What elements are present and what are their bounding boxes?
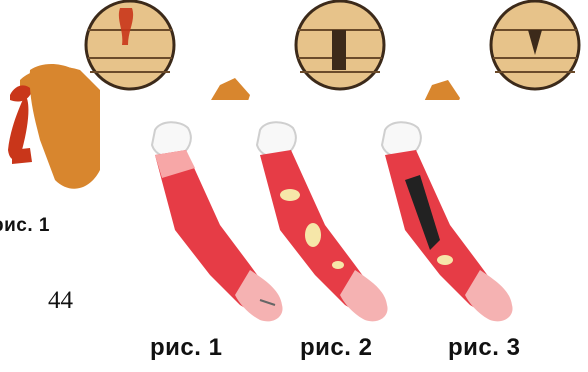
caption-1: рис. 1 [150,334,222,362]
caption-2: рис. 2 [300,334,372,362]
caption-3: рис. 3 [448,334,520,362]
burned-arm-icon [382,122,513,321]
wood-crosssection-icon [296,1,384,89]
page-number: 44 [48,287,73,315]
back-caption: рис. 1 [0,215,50,237]
burned-arms-figure [100,100,588,367]
burned-arm-icon [257,122,388,321]
wood-crosssection-icon [491,1,579,89]
front-figure-panel [100,100,588,367]
